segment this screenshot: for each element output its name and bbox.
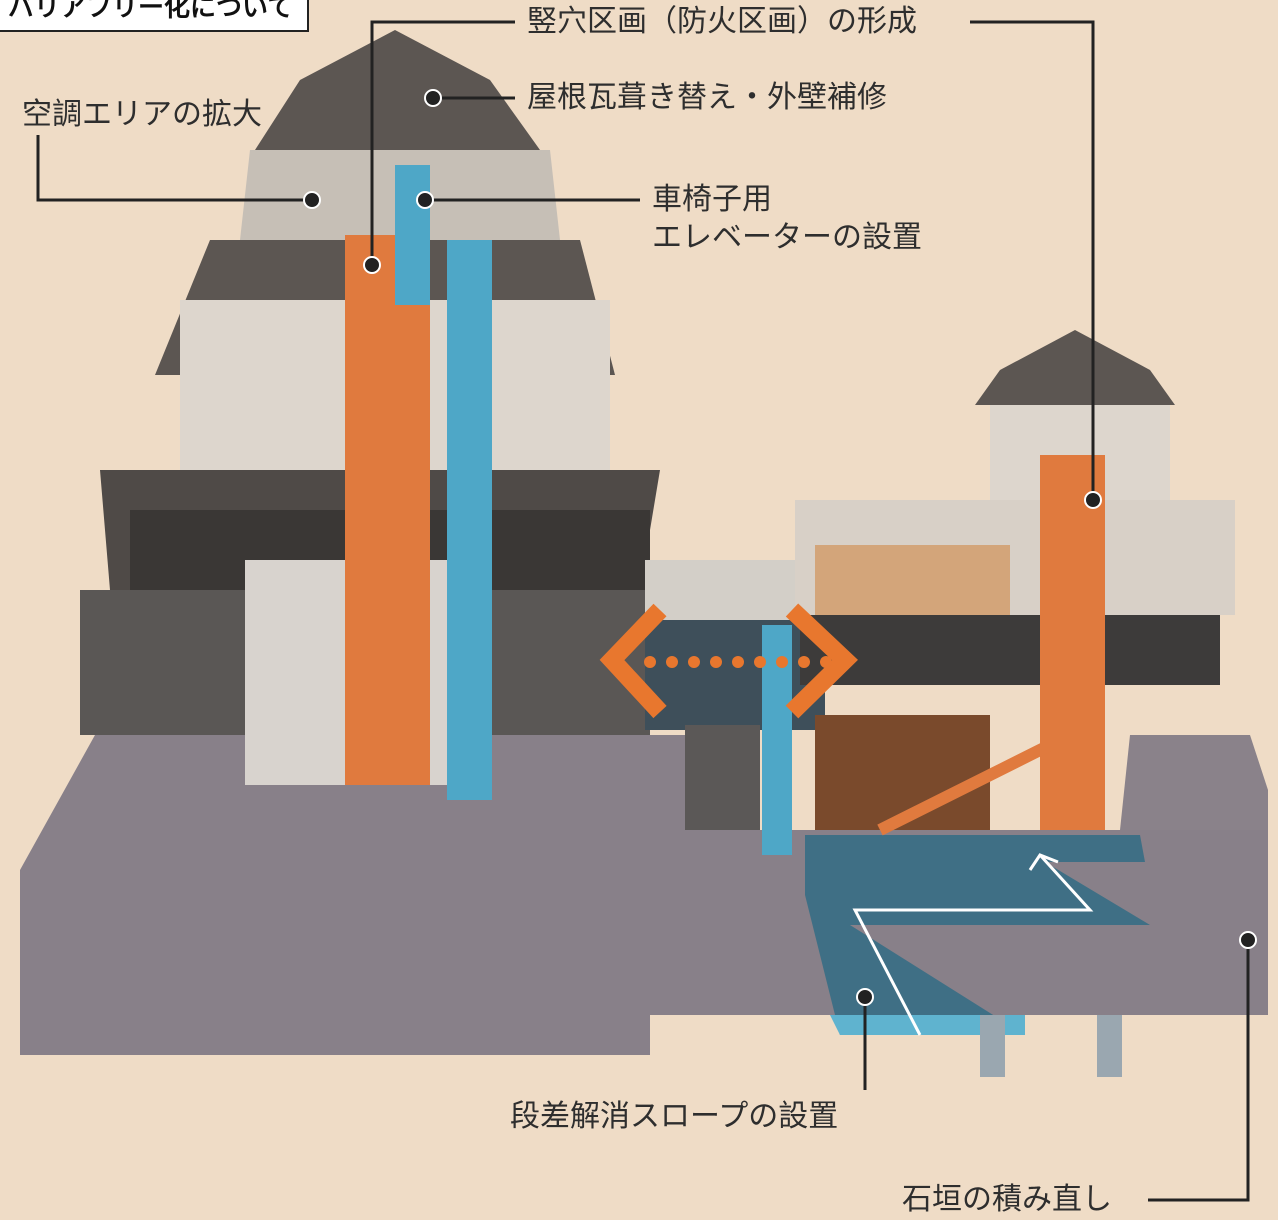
label-aircon-area: 空調エリアの拡大 <box>22 97 262 132</box>
label-roof-repair: 屋根瓦葺き替え・外壁補修 <box>527 80 887 115</box>
connecting-corridor <box>645 560 825 830</box>
label-elevator-line2: エレベーターの設置 <box>652 220 922 255</box>
leader-lines <box>36 20 1250 1202</box>
label-elevator-line1: 車椅子用 <box>652 182 772 217</box>
leader-endpoints <box>303 89 1257 1006</box>
label-stone-wall: 石垣の積み直し <box>902 1182 1112 1217</box>
label-vertical-partition: 竪穴区画（防火区画）の形成 <box>527 4 917 39</box>
label-slope: 段差解消スロープの設置 <box>510 1099 839 1134</box>
slope-ramp <box>805 835 1150 1036</box>
foundation-pillars <box>980 1015 1122 1077</box>
stone-base <box>20 735 1268 1055</box>
page-title: バリアフリー化について <box>0 0 310 32</box>
passage-double-arrow <box>599 603 858 719</box>
small-keep <box>795 330 1235 830</box>
fire-compartment-shafts <box>345 235 1105 836</box>
